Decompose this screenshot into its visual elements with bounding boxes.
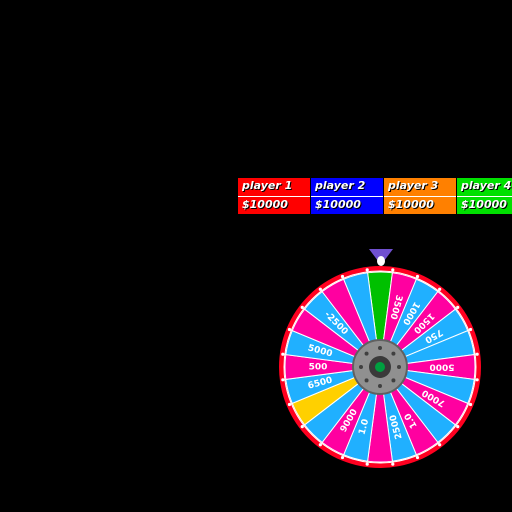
- wheel-rim-peg: [340, 274, 345, 279]
- wheel-rim-peg: [475, 378, 479, 382]
- wheel-rim-line: [283, 270, 477, 464]
- wheel-rim-peg: [318, 443, 322, 447]
- wheel-rim-peg: [438, 287, 442, 291]
- player-name: player 1: [242, 179, 293, 192]
- wheel-rim-pegs: [281, 268, 479, 466]
- player-2-panel: player 2 $10000: [311, 178, 383, 214]
- wheel-rim-peg: [391, 462, 395, 466]
- wheel-pointer-tip: [377, 256, 385, 266]
- wheel-rim-peg: [475, 352, 479, 356]
- wheel-wedge-label: 500: [309, 363, 328, 373]
- wheel-hub-bolt: [391, 351, 396, 356]
- player-4-panel: player 4 $10000: [457, 178, 512, 214]
- player-money: $10000: [311, 196, 383, 212]
- wheel-rim-peg: [468, 327, 473, 332]
- wheel-rim-peg: [415, 455, 420, 460]
- wheel-rim-peg: [287, 327, 292, 332]
- wheel-rim-peg: [438, 443, 442, 447]
- wheel-rim-peg: [365, 462, 369, 466]
- wheel-rim-peg: [340, 455, 345, 460]
- wheel-hub-bolt: [378, 346, 382, 350]
- wheel-rim-peg: [365, 268, 369, 272]
- scoreboard: player 1 $10000 player 2 $10000 player 3…: [238, 178, 512, 214]
- player-name: player 4: [461, 179, 512, 192]
- wheel-hub-bolt: [397, 365, 401, 369]
- wheel-wedge-label: 1.0: [358, 418, 372, 436]
- wheel-hub-bolt: [391, 378, 396, 383]
- wheel-rim-peg: [300, 425, 304, 429]
- wheel-rim-peg: [281, 352, 285, 356]
- wheel-rim-peg: [415, 274, 420, 279]
- player-money: $10000: [457, 196, 512, 212]
- player-name: player 3: [388, 179, 439, 192]
- wheel-wedge-label: 5000: [429, 362, 454, 372]
- player-1-panel: player 1 $10000: [238, 178, 310, 214]
- player-money: $10000: [238, 196, 310, 212]
- wheel-hub-bolt: [364, 378, 369, 383]
- wheel-hub-bolt: [364, 351, 369, 356]
- wheel-rim-peg: [287, 402, 292, 407]
- prize-wheel[interactable]: 350010001500750500070001.025001.09000650…: [275, 245, 485, 470]
- wheel-hub-cap: [375, 362, 385, 372]
- wheel-hub-bolt: [378, 384, 382, 388]
- wheel-wedges: [284, 271, 476, 463]
- wheel-rim-peg: [281, 378, 285, 382]
- wheel-rim-peg: [300, 305, 304, 309]
- wheel-rim-peg: [456, 425, 460, 429]
- player-money: $10000: [384, 196, 456, 212]
- wheel-rim-peg: [456, 305, 460, 309]
- player-name: player 2: [315, 179, 366, 192]
- player-3-panel: player 3 $10000: [384, 178, 456, 214]
- wheel-hub-bolts: [359, 346, 401, 388]
- wheel-rim-peg: [391, 268, 395, 272]
- wheel-hub-bolt: [359, 365, 363, 369]
- wheel-rim-peg: [318, 287, 322, 291]
- wheel-rim-peg: [468, 402, 473, 407]
